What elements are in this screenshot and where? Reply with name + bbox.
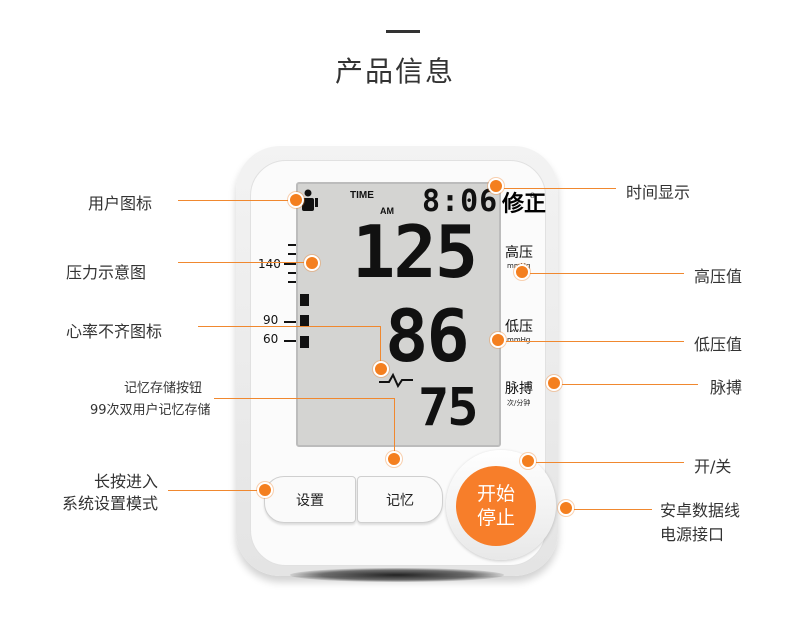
callout-line [574,509,652,510]
scale-tick [284,263,296,265]
callout-systolic-value: 高压值 [694,267,743,286]
brand-logo: 修正 [502,192,547,217]
callout-line [536,462,684,463]
systolic-readout: 125 [352,210,478,294]
callout-diastolic-value: 低压值 [694,335,743,354]
callout-dot [558,500,574,516]
callout-line [506,341,684,342]
pulse-readout: 75 [418,378,479,438]
pulse-unit-sub: 次/分钟 [507,399,531,407]
pressure-bar-segment [300,294,309,306]
callout-line [394,398,395,454]
scale-label-60: 60 [263,332,279,346]
callout-time-display: 时间显示 [626,183,691,202]
callout-pulse: 脉搏 [710,378,743,397]
clock-readout: 8:06 [422,184,499,219]
callout-dot [304,255,320,271]
callout-android-line-2: 电源接口 [660,525,725,544]
callout-dot [520,453,536,469]
callout-line [178,200,296,201]
callout-dot [373,361,389,377]
page-title: 产品信息 [334,55,455,88]
pressure-bar-segment [300,315,309,327]
scale-tick [288,272,296,274]
callout-dot [490,332,506,348]
title-decoration-bar [386,30,420,33]
irregular-heartbeat-icon [379,372,413,388]
scale-tick [284,321,296,323]
device-base-shadow [290,568,504,582]
am-label: AM [380,206,394,216]
power-button[interactable]: 开始 停止 [456,466,536,546]
power-button-label-1: 开始 [476,483,515,505]
user-icon [302,189,318,211]
power-button-label-2: 停止 [476,507,515,529]
scale-label-90: 90 [263,313,279,327]
callout-dot [288,192,304,208]
callout-dot [488,178,504,194]
callout-line [530,273,684,274]
pulse-unit-label: 脉搏 [505,381,533,397]
callout-user-icon: 用户图标 [88,194,153,213]
callout-android-port: 安卓数据线 电源接口 [660,499,740,547]
callout-dot [514,264,530,280]
callout-android-line-1: 安卓数据线 [660,501,741,520]
callout-memory-line-2: 99次双用户记忆存储 [90,403,211,418]
scale-tick [288,244,296,246]
callout-line [168,490,262,491]
callout-long-press-line-2: 系统设置模式 [61,494,158,513]
scale-tick [288,253,296,255]
callout-irregular-icon: 心率不齐图标 [66,322,163,341]
diastolic-unit-sub: mmHg [507,336,531,344]
scale-tick [284,340,296,342]
callout-line [178,262,308,263]
systolic-unit-label: 高压 [505,245,533,261]
callout-line [562,384,698,385]
registered-mark: ® [529,192,536,200]
callout-line [504,188,616,189]
callout-long-press: 长按进入 系统设置模式 [40,471,158,515]
callout-memory-line-1: 记忆存储按钮 [123,381,202,396]
callout-line [380,326,381,364]
memory-button[interactable]: 记忆 [357,476,443,523]
callout-line [198,326,380,327]
callout-dot [257,482,273,498]
time-label: TIME [350,190,374,201]
callout-long-press-line-1: 长按进入 [93,472,158,491]
callout-dot [546,375,562,391]
scale-label-140: 140 [258,257,281,271]
callout-memory-button: 记忆存储按钮 99次双用户记忆存储 [90,378,211,422]
callout-dot [386,451,402,467]
callout-line [214,398,394,399]
scale-tick [288,281,296,283]
diastolic-unit-label: 低压 [505,319,533,335]
callout-pressure-icon: 压力示意图 [66,263,147,282]
pressure-bar-segment [300,336,309,348]
lcd-screen [296,182,501,447]
callout-power: 开/关 [694,457,732,476]
diastolic-readout: 86 [385,294,470,378]
settings-button[interactable]: 设置 [264,476,356,523]
